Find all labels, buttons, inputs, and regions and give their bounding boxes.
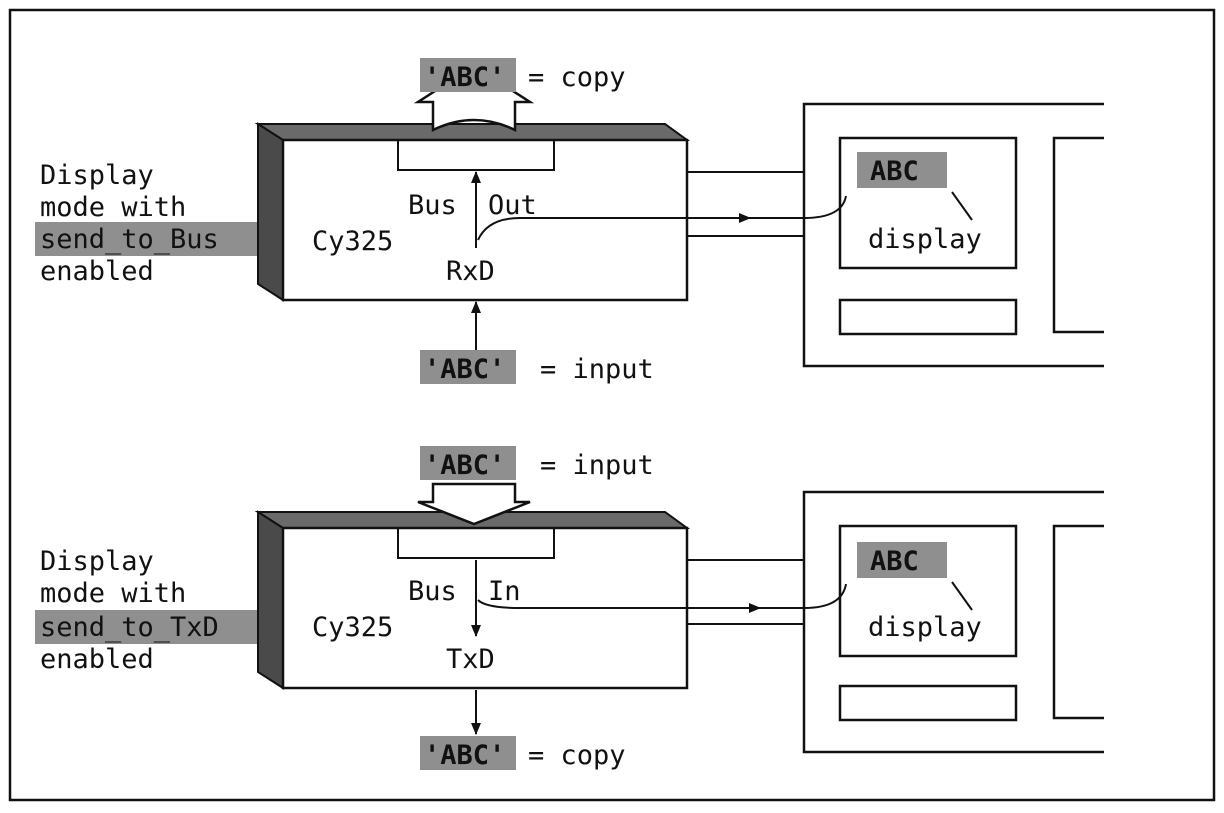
top-upper-token: 'ABC' — [424, 62, 505, 93]
bottom-section: Display mode with send_to_TxD enabled 'A… — [35, 446, 1104, 771]
top-upper-text: = copy — [528, 62, 626, 93]
top-display-side-panel — [1052, 136, 1104, 334]
top-display-screen — [838, 136, 1018, 270]
bottom-display-token: ABC — [870, 546, 919, 577]
top-mode-line-4: enabled — [40, 256, 154, 287]
bottom-display-module: ABC display — [802, 490, 1104, 754]
top-chip-bus-register — [397, 139, 555, 171]
top-lower-text: = input — [540, 354, 654, 385]
top-chip-top-face — [254, 123, 691, 141]
bottom-bus-label-right: In — [488, 576, 521, 607]
bottom-display-keypad — [838, 684, 1018, 722]
bottom-mode-line-3: send_to_TxD — [40, 612, 219, 643]
top-display-outline — [802, 102, 1104, 368]
top-display-label: display — [868, 224, 982, 255]
bottom-pin-label: TxD — [446, 644, 495, 675]
top-display-pointer — [951, 191, 973, 221]
bottom-input-hollow-arrow — [417, 482, 531, 526]
top-data-flow-to-display — [750, 195, 847, 219]
bottom-display-side-panel — [1052, 524, 1104, 720]
top-mode-line-2: mode with — [40, 192, 186, 223]
top-upper-token-highlight — [420, 58, 516, 92]
top-mode-line-1: Display — [40, 160, 154, 191]
top-mode-line-3: send_to_Bus — [40, 224, 219, 255]
bottom-display-token-highlight — [857, 542, 947, 578]
bottom-data-flow-arrow — [477, 599, 761, 613]
top-display-token-highlight — [857, 152, 947, 188]
bottom-display-outline — [802, 490, 1104, 754]
bottom-display-screen — [838, 524, 1018, 658]
bottom-lower-token: 'ABC' — [424, 740, 505, 771]
top-data-flow-arrow — [477, 213, 751, 241]
top-mode-highlight — [35, 222, 263, 256]
top-display-module: ABC display — [802, 102, 1104, 368]
bottom-upper-token: 'ABC' — [424, 450, 505, 481]
bottom-bus-label-left: Bus — [408, 576, 457, 607]
top-display-keypad — [838, 298, 1018, 336]
bottom-mode-line-4: enabled — [40, 644, 154, 675]
top-pin-label: RxD — [446, 256, 495, 287]
top-chip-side-face — [257, 122, 284, 302]
top-bus-label-left: Bus — [408, 190, 457, 221]
top-lower-token: 'ABC' — [424, 354, 505, 385]
bottom-chip-name: Cy325 — [312, 612, 393, 643]
top-lower-token-highlight — [420, 350, 516, 384]
top-display-token: ABC — [870, 156, 919, 187]
top-chip-name: Cy325 — [312, 226, 393, 257]
bottom-display-label: display — [868, 612, 982, 643]
bottom-display-pointer — [951, 581, 973, 611]
top-section: Display mode with send_to_Bus enabled 'A… — [35, 58, 1104, 385]
bottom-lower-token-highlight — [420, 736, 516, 770]
bottom-chip-side-face — [257, 510, 284, 690]
bottom-lower-text: = copy — [528, 740, 626, 771]
top-bus-label-right: Out — [488, 190, 537, 221]
bottom-mode-line-1: Display — [40, 546, 154, 577]
bottom-mode-highlight — [35, 610, 263, 644]
top-chip-block — [254, 122, 691, 302]
bottom-mode-line-2: mode with — [40, 578, 186, 609]
outer-frame — [8, 8, 1216, 802]
bottom-chip-bus-register — [397, 527, 555, 559]
bottom-upper-text: = input — [540, 450, 654, 481]
bottom-upper-token-highlight — [420, 446, 516, 480]
